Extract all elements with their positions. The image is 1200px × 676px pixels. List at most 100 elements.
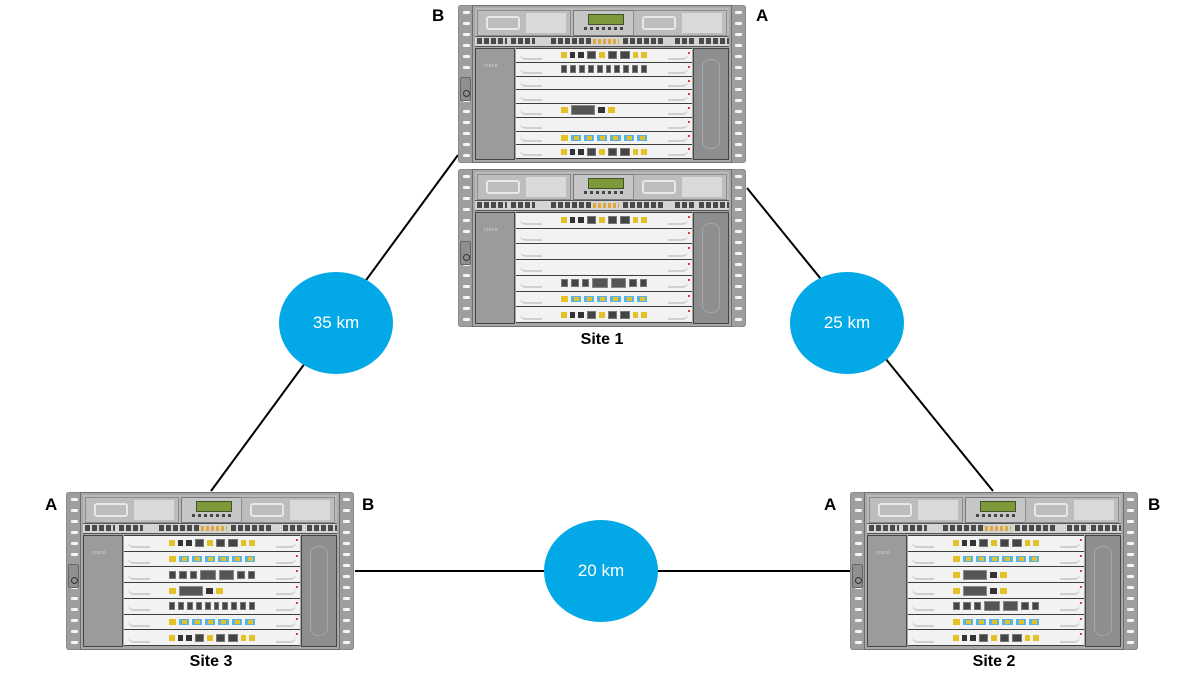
rail-hole	[855, 641, 862, 644]
port	[218, 569, 235, 580]
status-leds	[985, 526, 1011, 531]
distance-label: 25 km	[823, 313, 871, 332]
psu-plate	[682, 177, 722, 197]
status-led	[688, 65, 690, 68]
port	[222, 602, 229, 611]
rail-hole	[463, 186, 470, 189]
port	[578, 217, 585, 224]
line-card-cfp-half	[124, 583, 300, 598]
line-card-blank	[516, 260, 692, 275]
rail-hole	[343, 586, 350, 589]
port	[581, 279, 590, 288]
status-led	[1080, 554, 1082, 557]
port	[641, 52, 648, 59]
rail-hole	[463, 110, 470, 113]
port	[599, 148, 606, 155]
io-ports	[675, 38, 695, 44]
fan-tray-right	[693, 212, 729, 324]
rail-hole	[463, 22, 470, 25]
mounting-rail	[730, 169, 746, 327]
port	[569, 217, 576, 224]
port	[641, 217, 648, 224]
rail-hole	[855, 542, 862, 545]
rail-hole	[735, 110, 742, 113]
port	[608, 310, 618, 319]
port-strip	[953, 568, 1039, 581]
rail-hole	[735, 121, 742, 124]
fan-tray-left: cisco	[475, 212, 515, 324]
port-label-b: B	[432, 6, 445, 25]
status-led	[296, 539, 298, 541]
port	[608, 216, 618, 225]
port	[587, 310, 597, 319]
io-ports	[903, 525, 927, 531]
status-led	[1080, 570, 1082, 573]
power-supply	[477, 10, 571, 36]
status-led	[688, 216, 690, 218]
port	[632, 148, 639, 155]
io-ports	[1091, 525, 1121, 531]
rail-hole	[343, 520, 350, 523]
port-label-b: B	[362, 495, 375, 514]
port	[195, 539, 205, 548]
power-supply-row	[867, 495, 1121, 524]
port-strip	[169, 568, 255, 581]
psu-plate	[526, 13, 566, 33]
port	[228, 633, 238, 642]
port	[561, 148, 567, 155]
psu-handle	[642, 16, 676, 30]
port-strip	[561, 214, 648, 227]
io-ports	[283, 525, 303, 531]
port-strip	[561, 64, 648, 75]
rail-hole	[735, 11, 742, 14]
io-ports	[511, 202, 535, 208]
line-card-cfp-half	[908, 583, 1084, 598]
port	[953, 556, 960, 563]
port	[990, 587, 997, 594]
status-led	[1080, 601, 1082, 604]
ground-connector-icon	[460, 241, 471, 265]
site-label-site1: Site 1	[580, 331, 624, 348]
port	[195, 602, 202, 611]
status-led	[688, 107, 690, 109]
io-ports	[699, 38, 729, 44]
status-led	[296, 554, 298, 557]
port	[592, 278, 608, 289]
port	[1015, 618, 1026, 625]
rail-hole	[1127, 553, 1134, 556]
rail-hole	[1127, 542, 1134, 545]
cisco-logo-icon: cisco	[876, 550, 890, 556]
port-strip	[953, 631, 1040, 644]
status-leds	[593, 203, 619, 208]
port	[186, 540, 193, 547]
io-ports	[869, 525, 899, 531]
line-card-controller	[908, 536, 1084, 551]
io-ports	[623, 38, 663, 44]
port	[623, 65, 630, 74]
lcd-buttons	[976, 514, 1018, 517]
port	[186, 602, 193, 611]
lcd-display	[588, 14, 624, 25]
port-strip	[561, 277, 647, 290]
port	[191, 556, 203, 563]
port	[571, 279, 579, 288]
port-strip	[561, 230, 647, 243]
port	[1028, 618, 1040, 625]
line-card-mixed-big	[516, 275, 692, 291]
power-supply	[633, 10, 727, 36]
cisco-logo-icon: cisco	[484, 63, 498, 69]
port	[561, 65, 567, 74]
port	[1024, 634, 1031, 641]
port-strip	[561, 308, 648, 321]
chassis-site2: cisco	[850, 492, 1138, 650]
port	[177, 540, 184, 547]
port	[206, 587, 213, 594]
rail-hole	[463, 230, 470, 233]
port	[569, 148, 576, 155]
port-label-a: A	[824, 495, 837, 514]
port	[953, 602, 961, 611]
rail-hole	[855, 520, 862, 523]
port	[1012, 633, 1022, 642]
rail-hole	[463, 33, 470, 36]
rail-hole	[343, 531, 350, 534]
